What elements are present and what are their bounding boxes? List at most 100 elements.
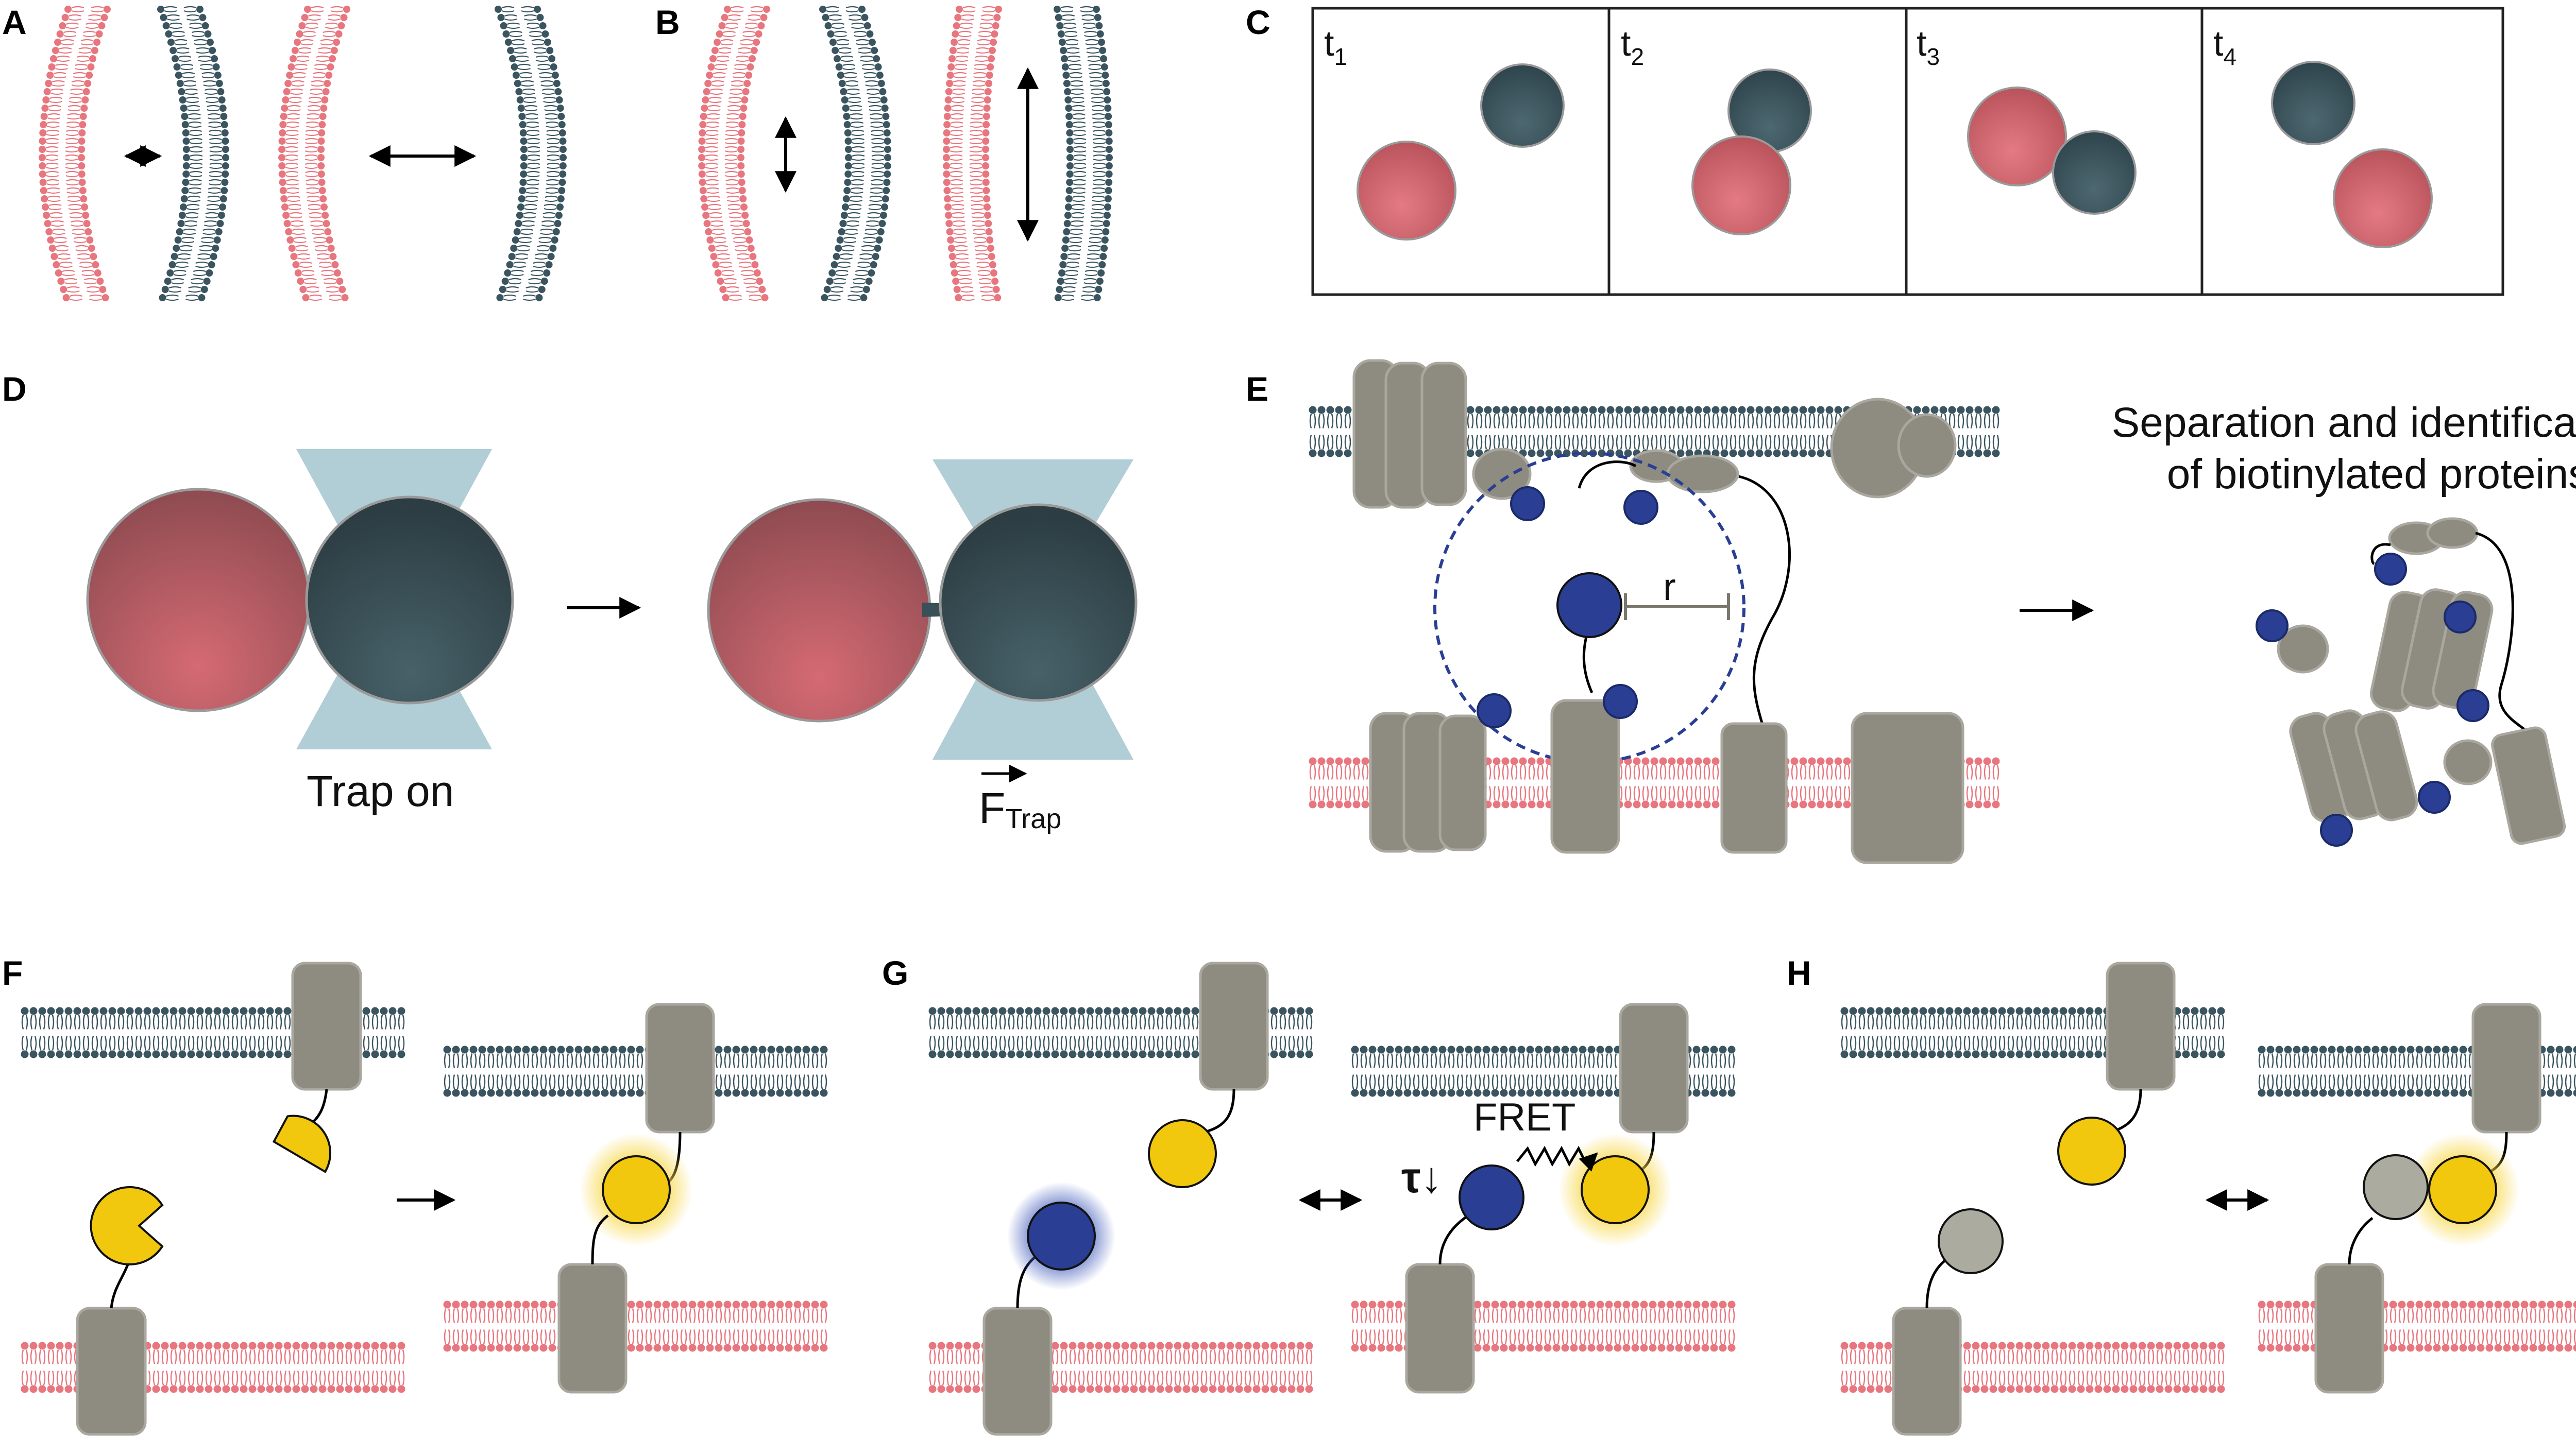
panel-label-e: E [1246,370,1268,408]
biotin-label [2374,553,2407,586]
transmembrane-protein [982,1307,1053,1436]
biotin-label [2444,601,2477,633]
linker [110,1261,130,1309]
donor-fluorophore [1027,1202,1096,1271]
labeling-radius-circle [1433,452,1745,764]
identification-caption-line1: Separation and identification [2112,399,2576,446]
curved-membrane-slate [1054,6,1113,301]
biotin-label [1477,693,1512,728]
complemented-partner [2363,1154,2429,1220]
transmembrane-protein [1619,1003,1689,1134]
linker [1200,1089,1235,1135]
curved-membrane-pink [39,6,111,301]
time-label-t1: t1 [1324,23,1347,70]
slate-cell-trapped [305,495,514,705]
peripheral-protein [1897,413,1957,478]
linker [1925,1255,1951,1309]
transmembrane-protein [1405,1263,1475,1394]
time-label-t4: t4 [2213,23,2236,70]
fluorophore-half [2057,1117,2126,1186]
pink-cell-large [707,498,931,723]
panel-e: E r [1246,359,2576,864]
curved-membrane-pink [278,6,350,301]
curved-membrane-pink [943,6,1002,301]
time-label-t2: t2 [1621,23,1644,70]
biotin-label [2456,689,2489,722]
transmembrane-protein [2106,962,2176,1091]
panel-f: F [2,954,828,1436]
curved-membrane-slate [157,6,229,301]
slate-cell [2052,130,2137,215]
transmembrane-protein [2471,1003,2541,1134]
slate-cell [1480,63,1565,148]
biotin-label [2418,781,2451,814]
fluorophore-half [2428,1155,2497,1224]
panel-label-d: D [2,370,27,408]
pink-cell [2333,148,2433,248]
pink-cell [1967,87,2067,186]
timeframe-box [1311,7,2504,296]
transmembrane-protein [1851,712,1964,864]
transmembrane-protein [2314,1263,2384,1394]
pink-cell [1691,135,1791,235]
donor-fluorophore [1459,1164,1524,1230]
transmembrane-protein [1199,962,1269,1091]
panel-c: C t1 t2 t3 t4 [1246,3,2504,296]
panel-g: G FRET τ↓ [882,954,1736,1436]
membrane-pink [2258,1300,2576,1352]
biotin-label [1603,684,1638,719]
peripheral-protein [1472,448,1532,500]
transmembrane-complex [1369,712,1487,853]
linker [591,1214,609,1265]
panel-a: A [2,3,567,301]
biotin-label [1623,490,1658,525]
protein-tether [1738,475,1791,732]
radius-label: r [1663,566,1676,608]
transmembrane-protein [76,1307,147,1436]
panel-label-a: A [2,3,27,41]
isolated-protein [2443,739,2493,785]
pink-cell-large [86,488,311,712]
trap-on-label: Trap on [307,767,454,815]
ligand-half-b [90,1186,164,1265]
transmembrane-protein [1720,722,1788,854]
ligand-half-a [272,1115,331,1173]
identification-caption-line2: of biotinylated proteins [2167,451,2576,498]
slate-cell-pulled [939,503,1138,702]
acceptor-fluorophore [1148,1119,1217,1188]
panel-label-g: G [882,954,908,992]
membrane-pink [443,1300,828,1352]
transmembrane-protein [1892,1307,1962,1436]
biotin-label [2256,609,2289,642]
panel-label-c: C [1246,3,1270,41]
isolated-protein [2491,726,2566,845]
panel-b: B [655,3,1113,301]
biotin-ligase-enzyme [1556,572,1622,638]
curved-membrane-slate [495,6,567,301]
transmembrane-complex [1352,359,1467,509]
protein-tether [2475,532,2528,732]
isolated-protein [2426,517,2479,549]
energy-transfer-arrow [1516,1145,1598,1172]
trap-force-label: FTrap [979,784,1061,834]
fret-label: FRET [1473,1095,1575,1139]
pink-cell [1357,141,1456,241]
slate-cell [2271,61,2355,145]
linker [2348,1217,2374,1265]
curved-membrane-slate [819,6,891,301]
protein-tether [2370,543,2391,566]
isolated-protein [2277,624,2329,674]
panel-label-h: H [1787,954,1811,992]
transmembrane-protein [645,1003,715,1134]
transmembrane-protein [1550,699,1620,854]
peripheral-protein [1666,454,1739,493]
membrane-slate [443,1046,828,1097]
lifetime-decrease-label: τ↓ [1401,1153,1443,1202]
panel-h: H [1787,954,2576,1436]
transmembrane-protein [291,962,362,1091]
protein-tether [1578,460,1637,489]
biotin-label [2320,814,2353,847]
linker [1438,1214,1469,1265]
reconstituted-fluorophore [602,1155,671,1224]
